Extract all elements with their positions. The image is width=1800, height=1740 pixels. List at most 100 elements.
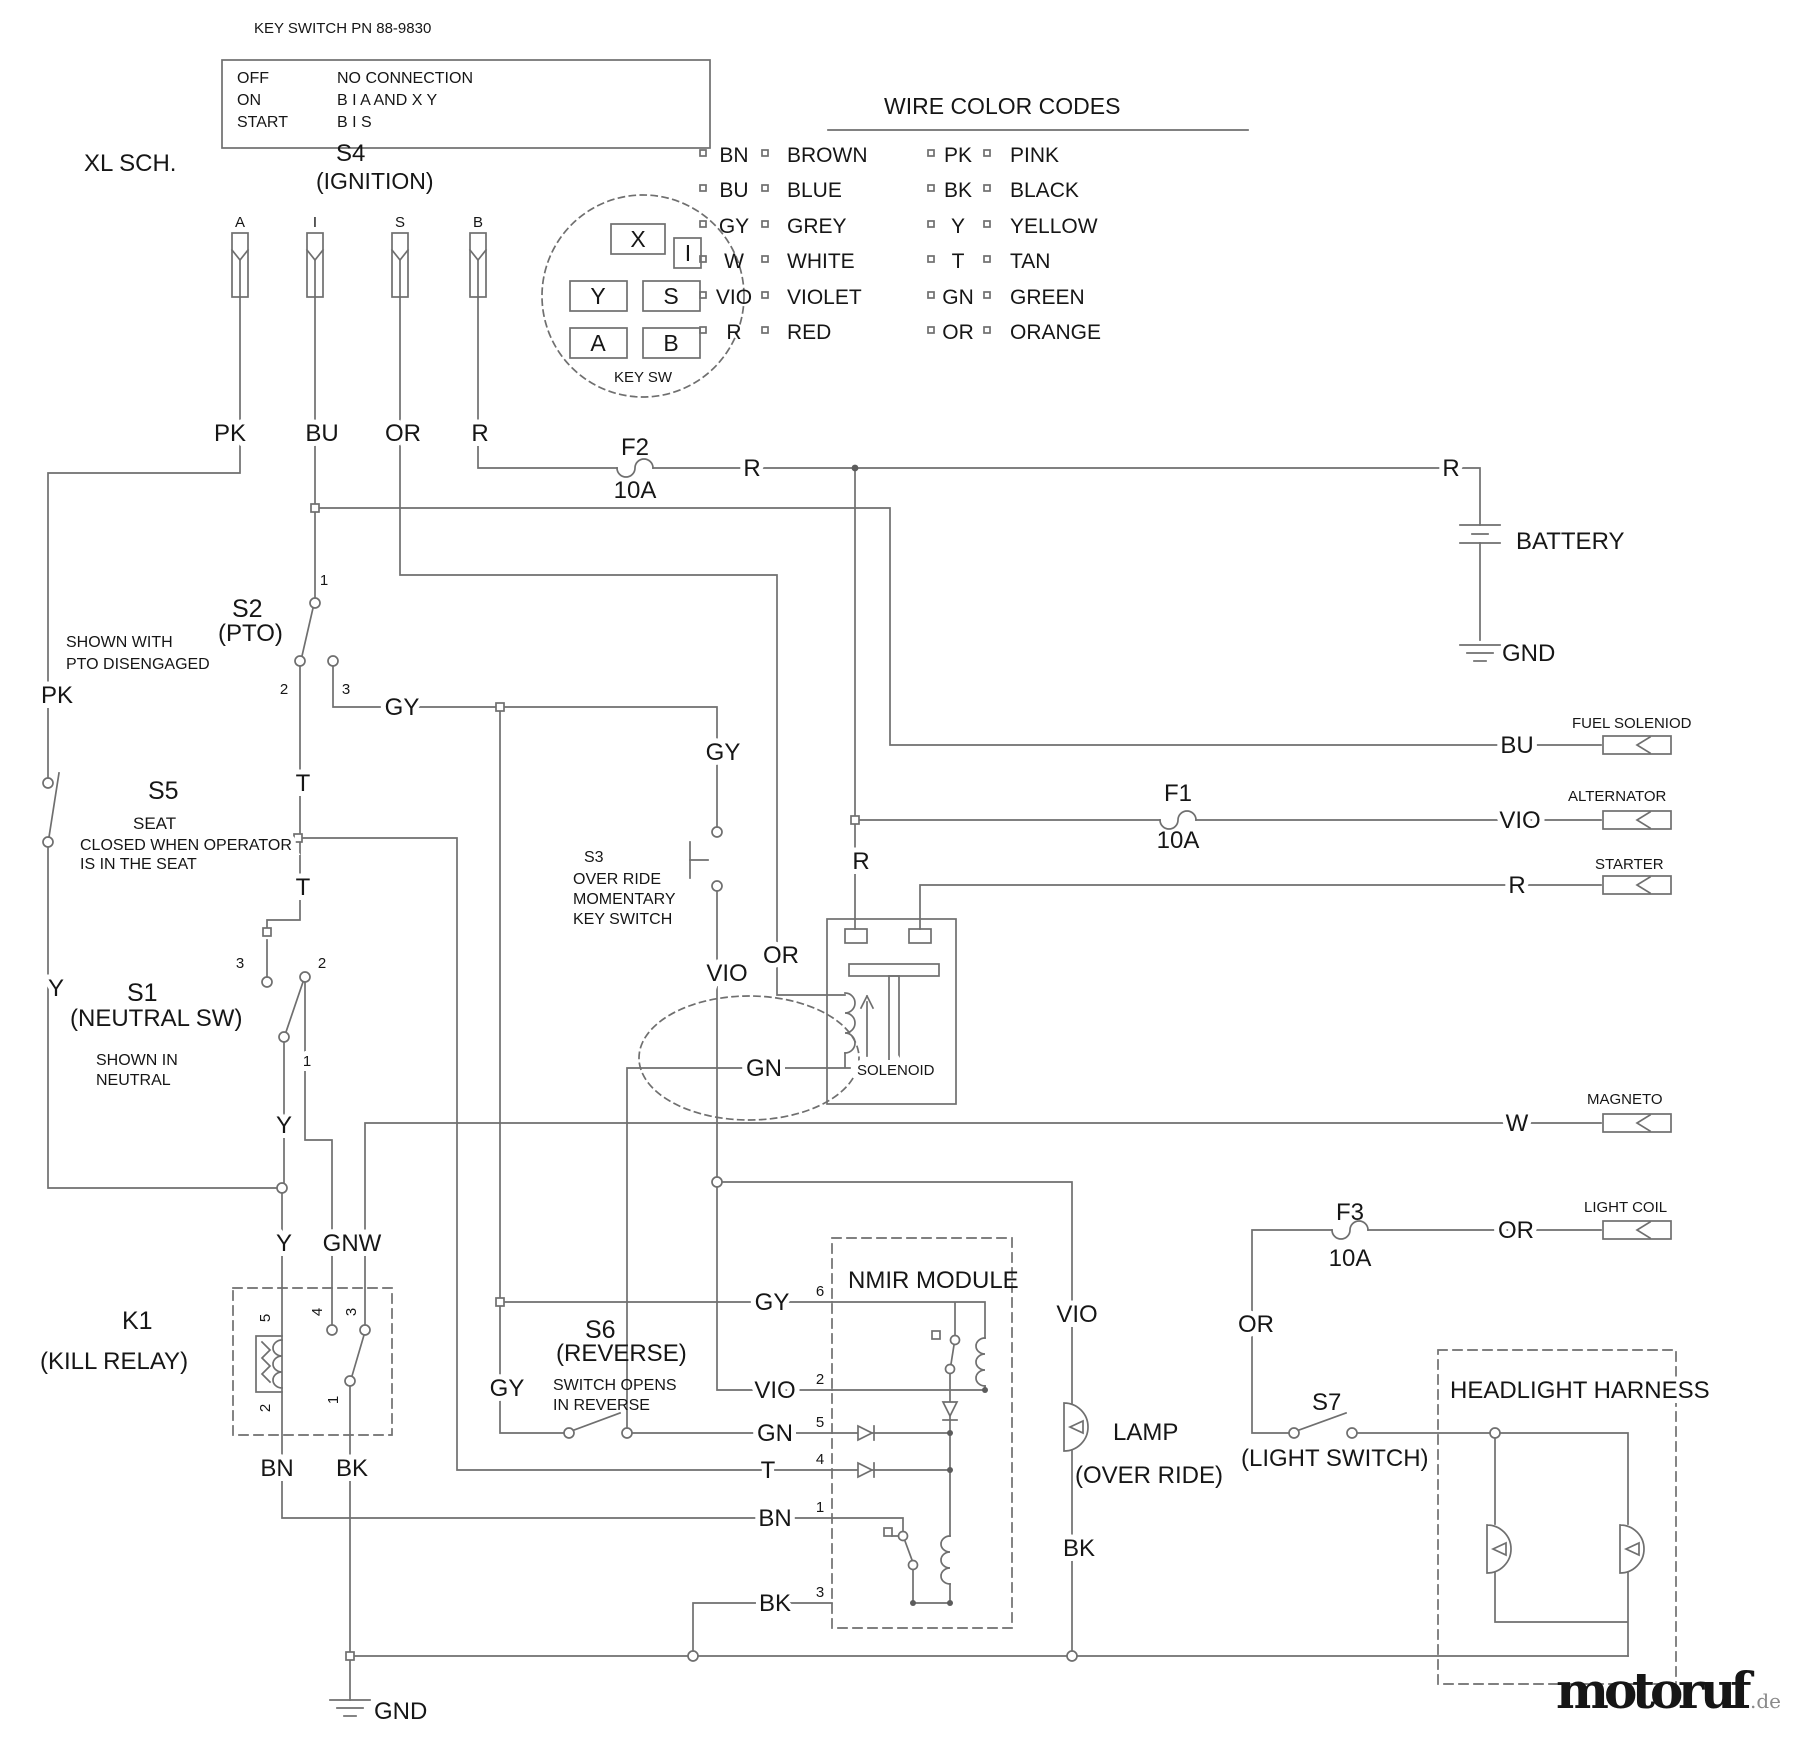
code-t: T bbox=[952, 250, 965, 273]
s1-pin1: 1 bbox=[303, 1053, 311, 1070]
watermark-letter-t: t bbox=[1632, 1661, 1655, 1720]
wire-gy bbox=[332, 665, 833, 1434]
f2-id: F2 bbox=[621, 434, 649, 461]
light-coil-label: LIGHT COIL bbox=[1584, 1199, 1667, 1216]
nmir-coil-lower bbox=[940, 1535, 951, 1585]
lamp-filament bbox=[1067, 1419, 1084, 1435]
pad-i: I bbox=[685, 240, 691, 266]
label-gy-1: GY bbox=[385, 694, 420, 721]
key-contacts-on: B I A AND X Y bbox=[337, 92, 438, 109]
label-vio-2: VIO bbox=[1499, 807, 1540, 834]
code-bu: BU bbox=[719, 179, 748, 202]
label-y-1: Y bbox=[48, 975, 64, 1002]
label-or-1: OR bbox=[385, 420, 421, 447]
code-vio: VIO bbox=[716, 286, 752, 309]
key-pad-boxes bbox=[569, 223, 702, 359]
code-bk: BK bbox=[944, 179, 972, 202]
k1-coil-zigzag bbox=[260, 1340, 272, 1384]
label-gn-2: GN bbox=[757, 1420, 793, 1447]
label-y-2: Y bbox=[276, 1112, 292, 1139]
headlight-harness: HEADLIGHT HARNESS bbox=[1437, 1349, 1715, 1685]
key-contacts-off: NO CONNECTION bbox=[337, 70, 473, 87]
label-t-1: T bbox=[296, 770, 311, 797]
main-gnd-label: GND bbox=[374, 1698, 427, 1725]
label-gy-4: GY bbox=[755, 1289, 790, 1316]
f3-rating: 10A bbox=[1329, 1245, 1372, 1272]
wire-t bbox=[266, 665, 833, 1471]
s3-override-switch: S3 OVER RIDE MOMENTARY KEY SWITCH bbox=[573, 826, 723, 928]
key-state-start: START bbox=[237, 114, 288, 131]
nmir-coil-upper bbox=[975, 1337, 986, 1387]
s2-pin2: 2 bbox=[280, 681, 288, 698]
solenoid-plunger-stem bbox=[888, 975, 900, 1063]
output-connectors: FUEL SOLENIOD ALTERNATOR STARTER MAGNETO… bbox=[1568, 715, 1692, 1240]
label-t-3: T bbox=[761, 1457, 776, 1484]
fuse-labels: F2 10A F1 10A F3 10A bbox=[614, 434, 1372, 1272]
k1-coil-arcs bbox=[272, 1339, 283, 1389]
nmir-pin1: 1 bbox=[816, 1499, 824, 1516]
wire-bu bbox=[314, 296, 1602, 746]
wire-or-lights bbox=[1251, 1229, 1629, 1657]
s5-id: S5 bbox=[148, 777, 179, 805]
k1-label: (KILL RELAY) bbox=[40, 1348, 188, 1375]
starter-label: STARTER bbox=[1595, 856, 1664, 873]
k1-pin3: 3 bbox=[343, 1308, 360, 1316]
lamp-label: LAMP bbox=[1113, 1419, 1178, 1446]
label-r-2: R bbox=[743, 455, 760, 482]
f1-rating: 10A bbox=[1157, 827, 1200, 854]
s6-id: S6 bbox=[585, 1316, 616, 1344]
harness-box bbox=[1437, 1349, 1677, 1685]
label-r-4: R bbox=[852, 848, 869, 875]
watermark-letter-o2: o bbox=[1650, 1661, 1683, 1720]
s5-name: SEAT bbox=[133, 814, 176, 833]
junctions bbox=[262, 464, 1501, 1662]
label-bu-2: BU bbox=[1500, 732, 1533, 759]
fuse-f2-glyph bbox=[616, 458, 654, 478]
label-gn-1: GN bbox=[746, 1055, 782, 1082]
name-violet: VIOLET bbox=[787, 286, 862, 309]
key-contacts-start: B I S bbox=[337, 114, 372, 131]
s5-note1: CLOSED WHEN OPERATOR bbox=[80, 837, 292, 854]
code-gn: GN bbox=[942, 286, 974, 309]
wire-r-solenoid-starter bbox=[854, 467, 1602, 930]
s4-pin-i: I bbox=[313, 214, 317, 231]
label-r-1: R bbox=[471, 420, 488, 447]
k1-pin2: 2 bbox=[257, 1404, 274, 1412]
code-pk: PK bbox=[944, 144, 972, 167]
s1-id: S1 bbox=[127, 979, 158, 1007]
pad-a: A bbox=[590, 330, 606, 356]
connector-glyphs bbox=[1602, 735, 1672, 1240]
wires bbox=[47, 296, 1629, 1701]
name-black: BLACK bbox=[1010, 179, 1079, 202]
s2-id: S2 bbox=[232, 595, 263, 623]
net-labels: PK BU OR R R R PK Y GY GY T T VIO OR R G… bbox=[36, 415, 1546, 1622]
f2-rating: 10A bbox=[614, 477, 657, 504]
nmir-relay-upper bbox=[931, 1330, 986, 1387]
s1-label: (NEUTRAL SW) bbox=[70, 1005, 242, 1032]
lamp-sub: (OVER RIDE) bbox=[1075, 1462, 1223, 1489]
sheet-label: XL SCH. bbox=[84, 150, 176, 177]
s4-pin-b: B bbox=[473, 214, 483, 231]
wire-gn bbox=[626, 1052, 851, 1434]
watermark-letter-o1: o bbox=[1604, 1661, 1637, 1720]
k1-id: K1 bbox=[122, 1307, 153, 1335]
solenoid-box bbox=[826, 918, 957, 1105]
label-y-3: Y bbox=[276, 1230, 292, 1257]
s1-neutral-switch: S1 (NEUTRAL SW) SHOWN IN NEUTRAL 3 2 1 bbox=[70, 950, 331, 1089]
name-white: WHITE bbox=[787, 250, 855, 273]
name-brown: BROWN bbox=[787, 144, 868, 167]
label-gnw: GNW bbox=[323, 1230, 382, 1257]
alternator-label: ALTERNATOR bbox=[1568, 788, 1667, 805]
fuse-f3-glyph bbox=[1331, 1220, 1369, 1240]
nmir-pin2: 2 bbox=[816, 1371, 824, 1388]
key-switch-note-title: KEY SWITCH PN 88-9830 bbox=[254, 20, 431, 37]
code-r: R bbox=[726, 321, 741, 344]
key-switch-circle bbox=[541, 194, 745, 398]
override-lamp: LAMP (OVER RIDE) bbox=[1063, 1402, 1223, 1489]
nmir-box bbox=[831, 1237, 1013, 1629]
watermark-letter-m: m bbox=[1556, 1661, 1609, 1720]
code-w: W bbox=[724, 250, 744, 273]
solenoid-coil-arcs bbox=[844, 992, 856, 1054]
k1-pin1: 1 bbox=[325, 1396, 342, 1404]
s4-connector-symbols bbox=[230, 232, 488, 298]
